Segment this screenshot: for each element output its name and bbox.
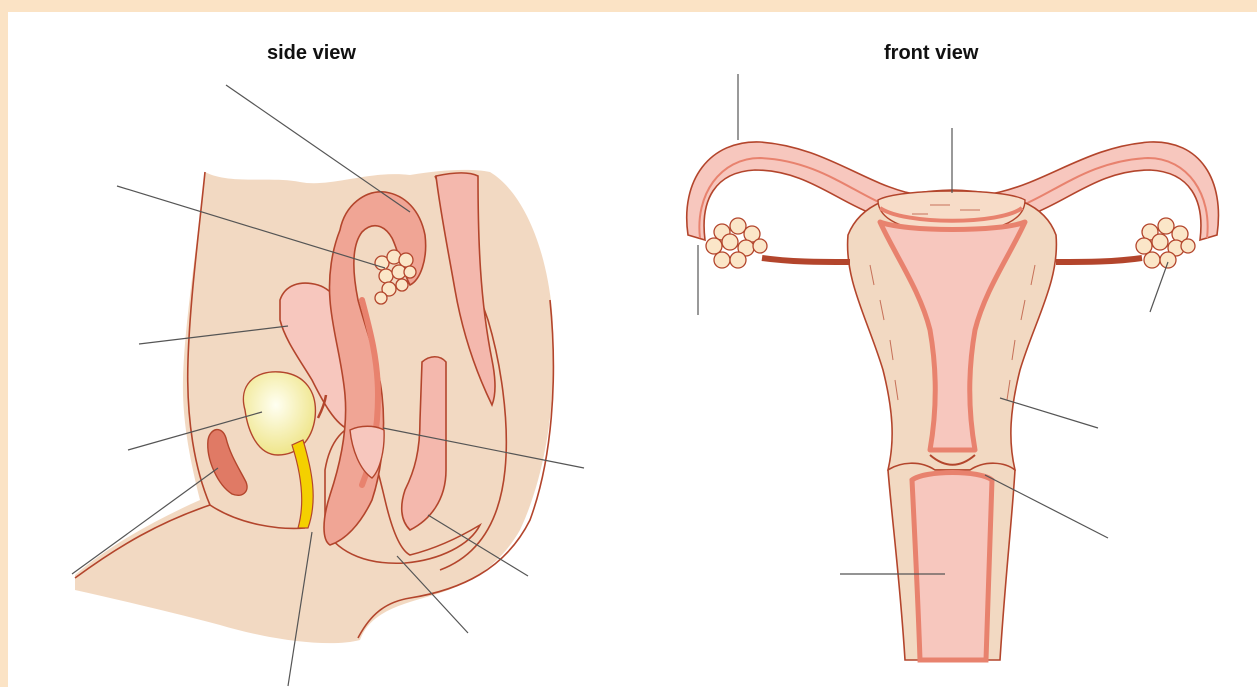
- side-view-drawing: [75, 170, 554, 643]
- leader-front-5: [1000, 398, 1098, 428]
- front-view-drawing: [687, 142, 1219, 660]
- front-ligament-left: [762, 258, 850, 262]
- leader-front-4: [1150, 262, 1168, 312]
- front-ligament-right: [1056, 258, 1142, 262]
- front-ovary-left: [706, 218, 767, 268]
- front-vaginal-canal: [912, 473, 992, 661]
- front-ovary-right: [1136, 218, 1195, 268]
